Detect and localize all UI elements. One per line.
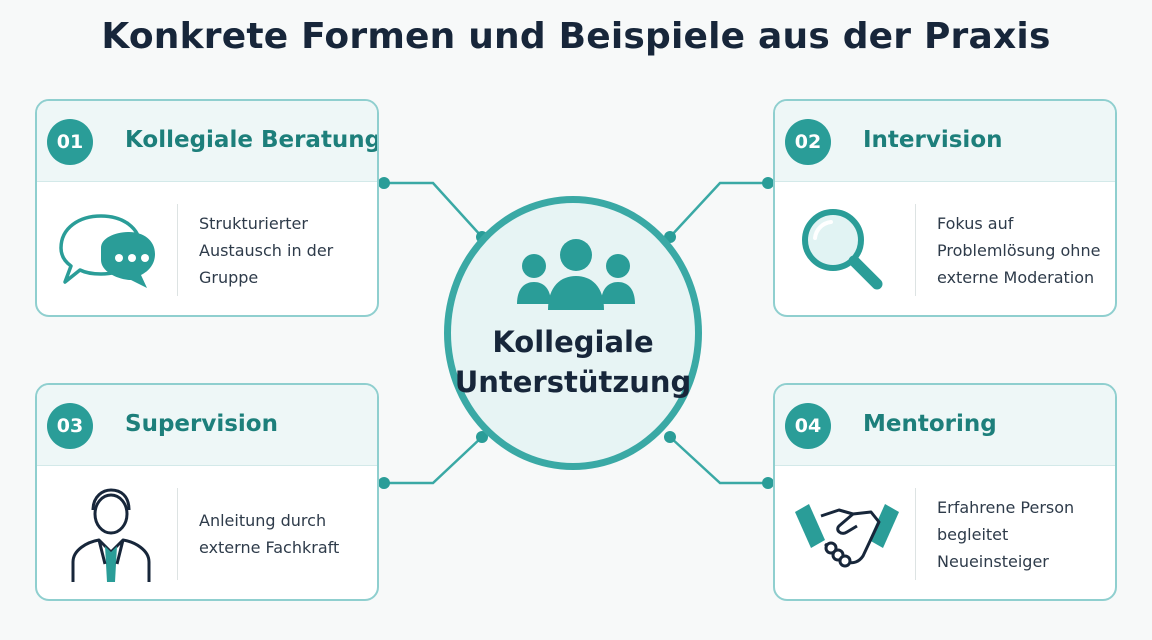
card-title: Supervision	[125, 411, 278, 437]
connector-dot	[378, 477, 390, 489]
card-description: Fokus auf Problemlösung ohne externe Mod…	[937, 213, 1101, 287]
card-description: Strukturierter Austausch in der Gruppe	[199, 213, 334, 287]
card-divider	[915, 204, 916, 296]
card-supervision: 03 Supervision Anleitung durch externe F…	[35, 383, 379, 601]
card-header: 04 Mentoring	[775, 385, 1115, 466]
connector-dot	[378, 177, 390, 189]
magnifier-icon	[791, 198, 903, 302]
speech-bubbles-icon	[53, 198, 165, 302]
card-kollegiale-beratung: 01 Kollegiale Beratung Strukturierter Au…	[35, 99, 379, 317]
card-body: Fokus auf Problemlösung ohne externe Mod…	[775, 182, 1115, 315]
connector-dot	[762, 177, 774, 189]
hub-label-line2: Unterstützung	[454, 365, 692, 399]
card-number-badge: 01	[47, 119, 93, 165]
connector-02	[669, 181, 768, 238]
card-body: Strukturierter Austausch in der Gruppe	[37, 182, 377, 315]
card-body: Anleitung durch externe Fachkraft	[37, 466, 377, 599]
card-divider	[915, 488, 916, 580]
card-divider	[177, 204, 178, 296]
card-title: Kollegiale Beratung	[125, 127, 379, 153]
card-number-badge: 02	[785, 119, 831, 165]
connector-01	[384, 181, 483, 238]
handshake-icon	[791, 482, 903, 586]
card-description: Erfahrene Person begleitet Neueinsteiger	[937, 497, 1075, 571]
card-header: 01 Kollegiale Beratung	[37, 101, 377, 182]
card-title: Mentoring	[863, 411, 997, 437]
card-header: 03 Supervision	[37, 385, 377, 466]
card-title: Intervision	[863, 127, 1003, 153]
hub-label: Kollegiale Unterstützung	[444, 322, 702, 402]
card-mentoring: 04 Mentoring Erfahrene Person begleitet …	[773, 383, 1117, 601]
card-divider	[177, 488, 178, 580]
page-title: Konkrete Formen und Beispiele aus der Pr…	[101, 16, 1051, 57]
connector-dot	[762, 477, 774, 489]
card-number-badge: 03	[47, 403, 93, 449]
card-body: Erfahrene Person begleitet Neueinsteiger	[775, 466, 1115, 599]
connector-03	[384, 436, 483, 485]
connector-dot	[664, 431, 676, 443]
card-description: Anleitung durch externe Fachkraft	[199, 511, 340, 557]
person-icon	[53, 482, 165, 586]
hub-label-line1: Kollegiale	[492, 325, 654, 359]
card-header: 02 Intervision	[775, 101, 1115, 182]
connector-04	[669, 436, 768, 485]
card-number-badge: 04	[785, 403, 831, 449]
card-intervision: 02 Intervision Fokus auf Problemlösung o…	[773, 99, 1117, 317]
group-icon	[517, 238, 635, 310]
